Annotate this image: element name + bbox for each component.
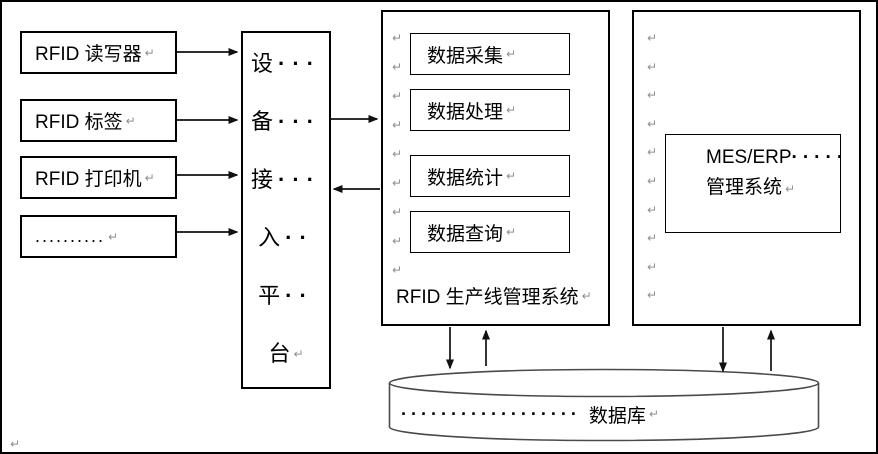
device-access-platform-box: 设··· 备··· 接··· 入·· 平·· 台↵ (241, 31, 331, 389)
pilcrow-mark: ↵ (506, 225, 517, 239)
leader-dots: ··· (278, 109, 321, 134)
pilcrow-mark: ↵ (506, 103, 517, 117)
pilcrow-mark: ↵ (647, 116, 658, 131)
module-data-query: 数据查询↵ (410, 211, 570, 253)
pilcrow-column: ↵ ↵ ↵ ↵ ↵ ↵ ↵ ↵ ↵ ↵ (647, 32, 657, 318)
leader-dots: ····· (791, 147, 849, 168)
mes-erp-system-box: ↵ ↵ ↵ ↵ ↵ ↵ ↵ ↵ ↵ ↵ MES/ERP····· 管理系统↵ (632, 10, 861, 326)
platform-char-row: 入·· (258, 225, 314, 250)
pilcrow-mark: ↵ (647, 173, 658, 188)
module-data-collection: 数据采集↵ (410, 33, 570, 75)
device-label: RFID 读写器 (35, 44, 142, 65)
pilcrow-mark: ↵ (392, 147, 403, 161)
platform-char-row: 备··· (251, 109, 321, 134)
pilcrow-mark: ↵ (392, 205, 403, 219)
pilcrow-mark: ↵ (392, 176, 403, 190)
pilcrow-mark: ↵ (144, 45, 155, 60)
pilcrow-mark: ↵ (10, 437, 21, 451)
device-label: RFID 打印机 (35, 169, 142, 190)
module-data-statistics: 数据统计↵ (410, 155, 570, 197)
pilcrow-mark: ↵ (392, 263, 403, 277)
pilcrow-mark: ↵ (392, 89, 403, 103)
leader-dots: ··· (278, 167, 321, 192)
pilcrow-mark: ↵ (392, 60, 403, 74)
device-label: .......... (35, 226, 106, 246)
leader-dots: ··· (278, 51, 321, 76)
platform-char-row: 台↵ (268, 341, 304, 366)
rfid-system-label: RFID 生产线管理系统↵ (396, 287, 592, 308)
pilcrow-mark: ↵ (647, 88, 658, 103)
device-box-other: ..........↵ (20, 215, 177, 258)
pilcrow-mark: ↵ (647, 202, 658, 217)
database-label: ··················数据库↵ (401, 403, 659, 427)
device-box-rfid-reader: RFID 读写器↵ (20, 31, 177, 74)
mes-erp-line1: MES/ERP····· (706, 147, 849, 168)
pilcrow-mark: ↵ (392, 118, 403, 132)
platform-char-row: 平·· (258, 283, 314, 308)
pilcrow-mark: ↵ (506, 47, 517, 61)
pilcrow-mark: ↵ (647, 59, 658, 74)
mes-erp-inner-box: MES/ERP····· 管理系统↵ (665, 134, 849, 233)
pilcrow-mark: ↵ (581, 288, 592, 303)
pilcrow-mark: ↵ (648, 407, 659, 421)
pilcrow-mark: ↵ (108, 229, 119, 244)
device-box-rfid-tag: RFID 标签↵ (20, 99, 177, 142)
pilcrow-mark: ↵ (647, 288, 658, 303)
rfid-line-system-box: ↵ ↵ ↵ ↵ ↵ ↵ ↵ ↵ ↵ 数据采集↵ 数据处理↵ 数据统计↵ 数据查询↵ RFID 生… (381, 10, 610, 326)
pilcrow-mark: ↵ (647, 31, 658, 45)
pilcrow-mark: ↵ (785, 182, 796, 196)
mes-erp-line2: 管理系统↵ (706, 177, 796, 198)
pilcrow-mark: ↵ (392, 234, 403, 248)
leader-dots: ·· (285, 283, 314, 308)
module-data-processing: 数据处理↵ (410, 89, 570, 131)
leader-dots: ·· (285, 225, 314, 250)
pilcrow-column: ↵ ↵ ↵ ↵ ↵ ↵ ↵ ↵ ↵ (392, 32, 402, 293)
pilcrow-mark: ↵ (647, 231, 658, 246)
platform-char-row: 设··· (251, 51, 321, 76)
database-cylinder (388, 368, 820, 442)
pilcrow-mark: ↵ (647, 145, 658, 160)
pilcrow-mark: ↵ (647, 259, 658, 274)
pilcrow-mark: ↵ (144, 170, 155, 185)
pilcrow-mark: ↵ (293, 347, 304, 361)
platform-char-row: 接··· (251, 167, 321, 192)
pilcrow-mark: ↵ (506, 169, 517, 183)
pilcrow-mark: ↵ (125, 113, 136, 128)
device-box-rfid-printer: RFID 打印机↵ (20, 156, 177, 199)
leader-dots: ·················· (401, 403, 581, 424)
device-label: RFID 标签 (35, 112, 123, 133)
pilcrow-mark: ↵ (392, 31, 403, 45)
